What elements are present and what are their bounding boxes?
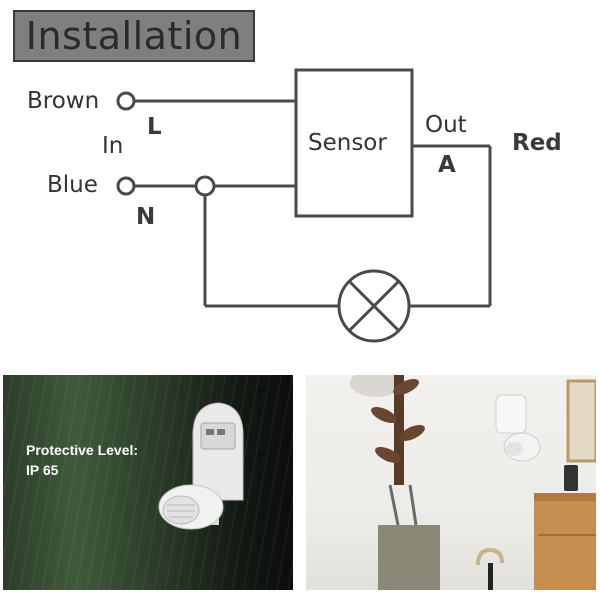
sensor-device-image (158, 402, 244, 530)
indoor-photo (306, 375, 596, 590)
outdoor-photo (3, 375, 293, 590)
out-label: Out (425, 112, 467, 138)
rain-texture (3, 375, 293, 590)
protection-caption: Protective Level: IP 65 (26, 440, 138, 480)
in-label: In (102, 133, 124, 159)
a-label: A (438, 152, 456, 178)
sensor-label: Sensor (308, 130, 387, 156)
brown-label: Brown (27, 88, 100, 114)
red-label: Red (512, 130, 562, 156)
brown-terminal (116, 91, 136, 111)
wiring-diagram (116, 68, 492, 343)
title-banner: Installation (13, 10, 255, 62)
protection-caption-line1: Protective Level: (26, 442, 139, 458)
junction-node (194, 175, 216, 197)
page-title: Installation (25, 14, 243, 58)
blue-label: Blue (47, 172, 98, 198)
protection-caption-line2: IP 65 (26, 462, 59, 478)
l-label: L (147, 114, 162, 140)
n-label: N (136, 204, 156, 230)
blue-terminal (116, 176, 136, 196)
lamp-icon (337, 269, 411, 343)
room-scene-image (350, 375, 596, 590)
sensor-box (294, 68, 414, 218)
